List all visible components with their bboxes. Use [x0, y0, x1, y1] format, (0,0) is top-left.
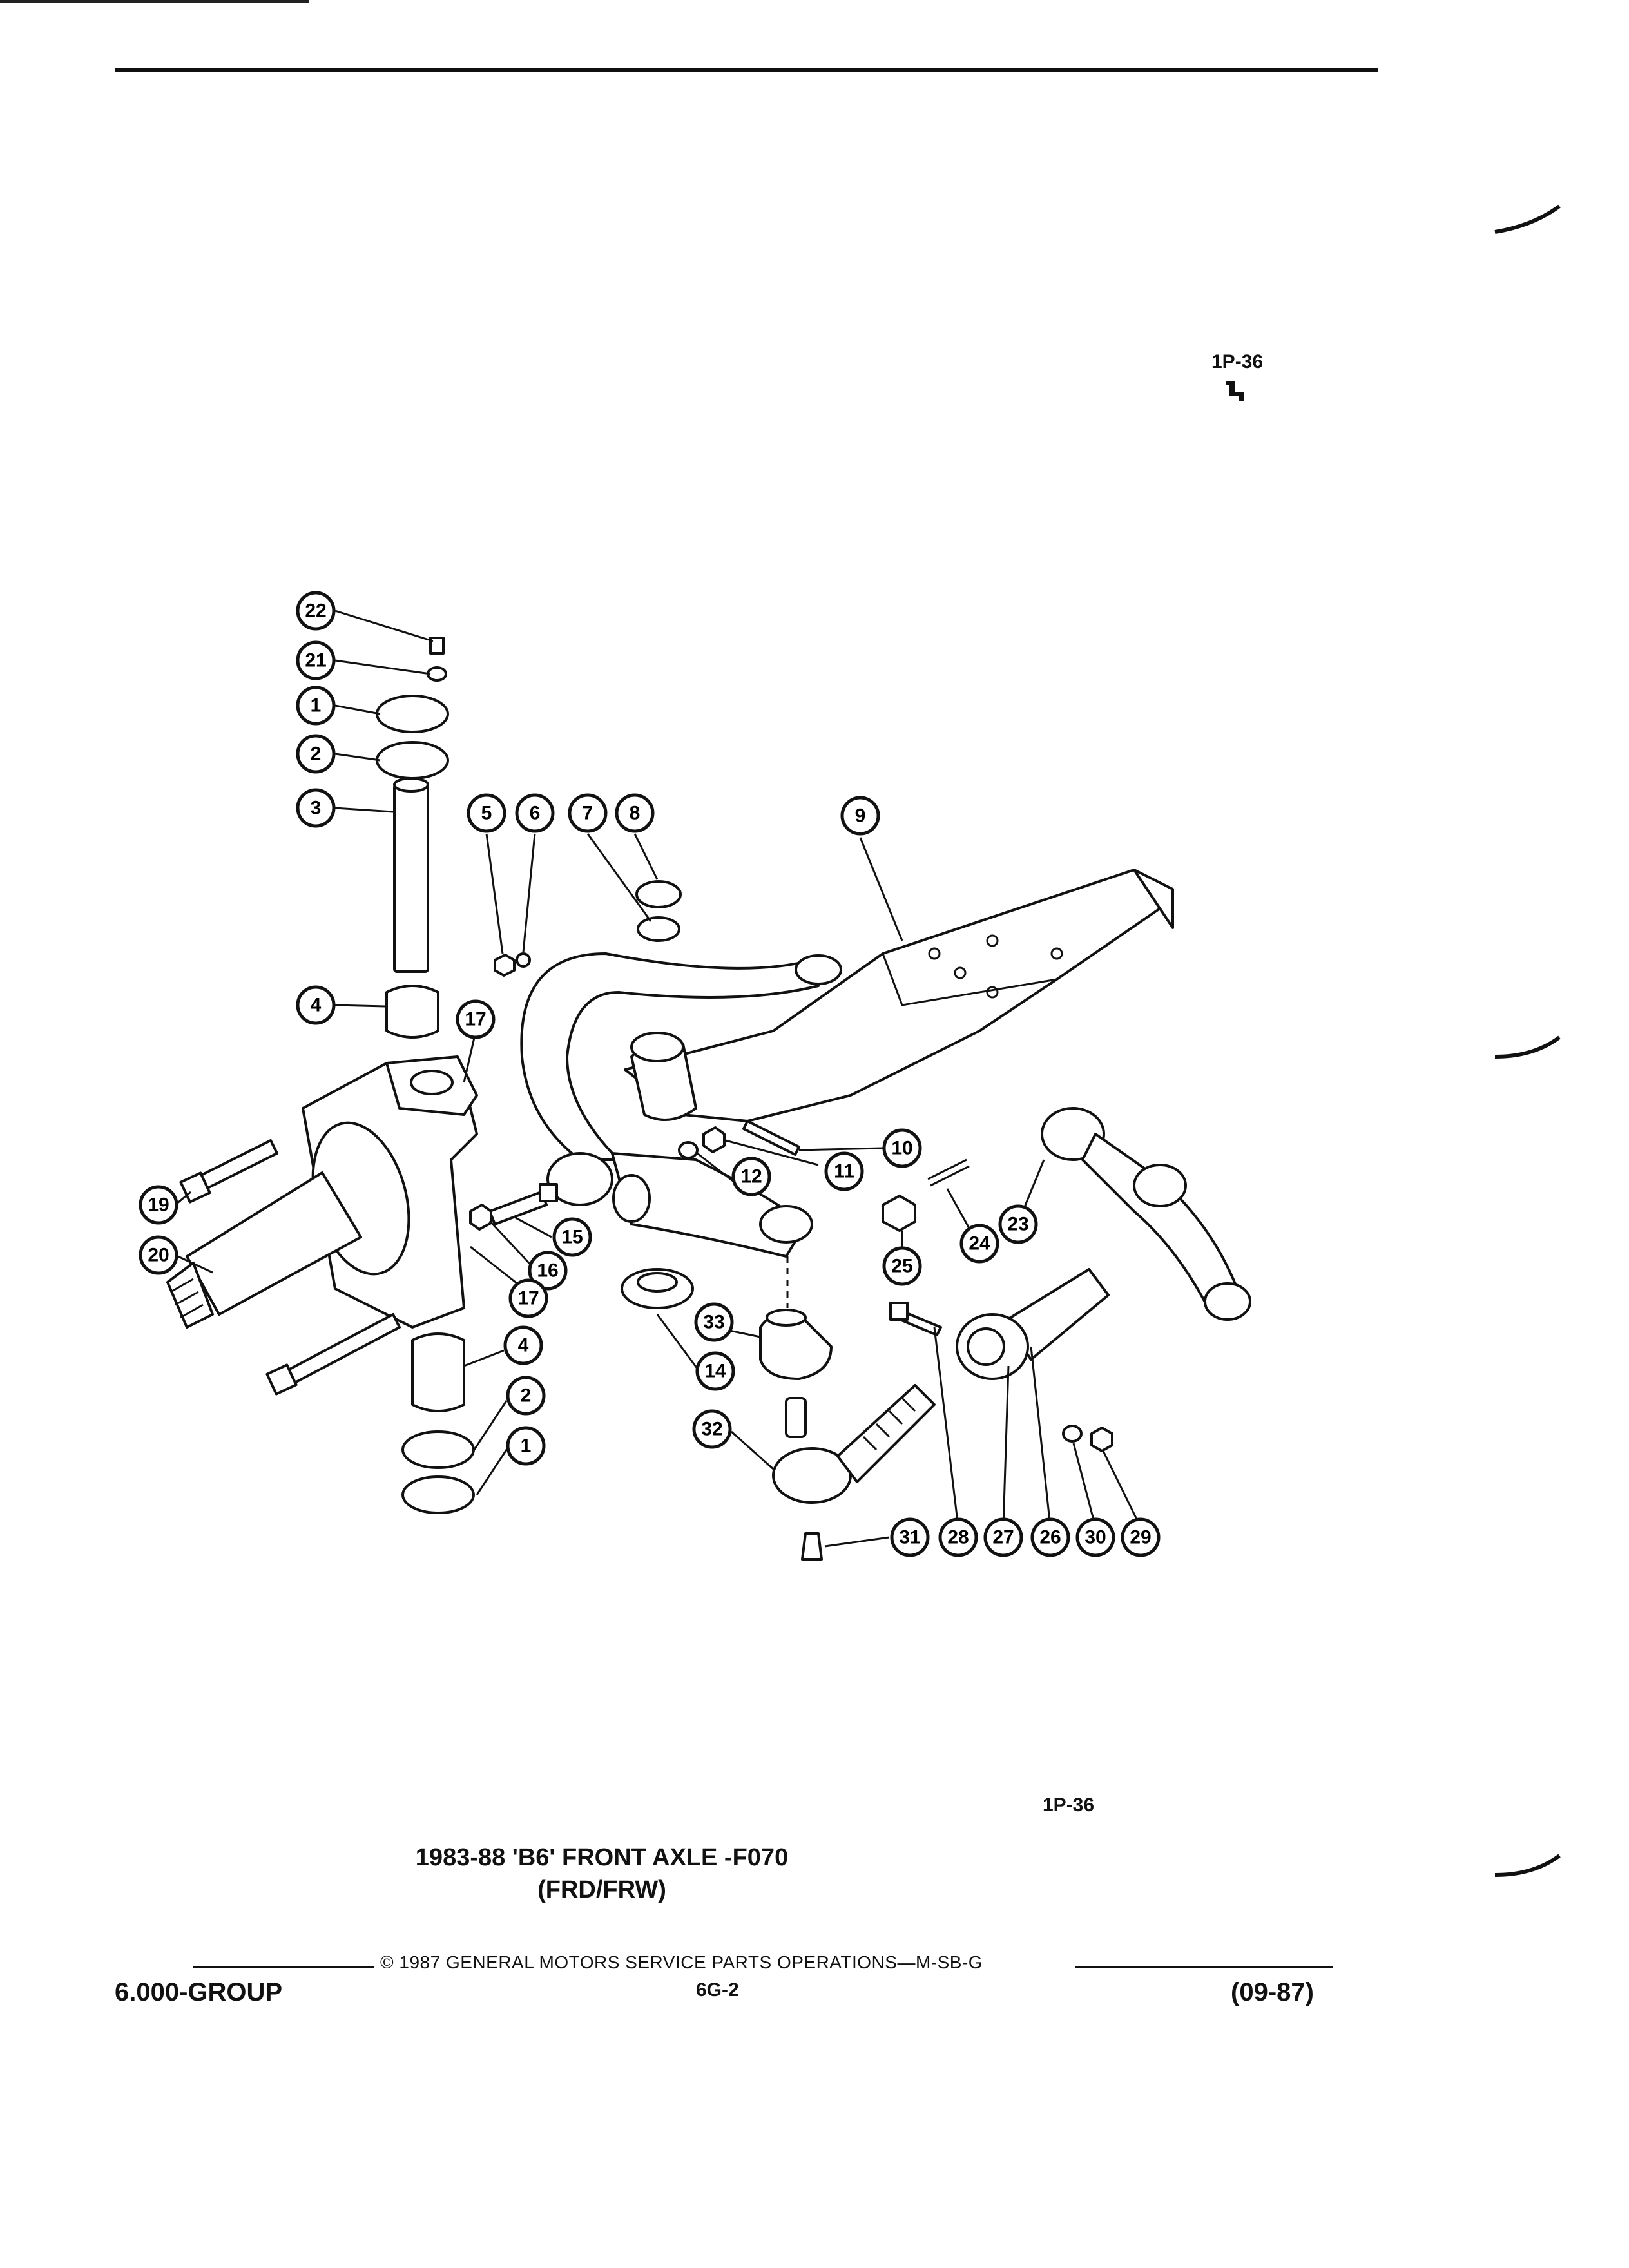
- figure-title: 1983-88 'B6' FRONT AXLE -F070: [415, 1844, 789, 1871]
- callout-24: 24: [969, 1233, 990, 1254]
- bushing-top: [385, 985, 439, 1039]
- nut-11: [702, 1126, 726, 1153]
- callout-14: 14: [704, 1361, 726, 1382]
- callout-3: 3: [311, 798, 322, 819]
- callout-17: 17: [465, 1009, 486, 1030]
- callout-16: 16: [537, 1260, 558, 1282]
- steering-arm: [520, 952, 842, 1258]
- callout-28: 28: [947, 1527, 969, 1548]
- revision-date: (09-87): [1231, 1978, 1314, 2006]
- callout-9: 9: [855, 805, 866, 827]
- callout-29: 29: [1130, 1527, 1151, 1548]
- callout-2: 2: [311, 744, 322, 765]
- nut-29: [1090, 1427, 1113, 1452]
- washer-8: [635, 880, 682, 908]
- figure-reference-bottom: 1P-36: [1043, 1794, 1095, 1816]
- washer-top: [427, 666, 447, 682]
- cap-bottom: [401, 1475, 475, 1514]
- figure-subtitle: (FRD/FRW): [537, 1876, 666, 1903]
- axle-beam: [624, 869, 1174, 1122]
- steering-knuckle: [166, 1055, 478, 1329]
- callout-26: 26: [1039, 1527, 1061, 1548]
- callout-30: 30: [1084, 1527, 1106, 1548]
- washer-6: [516, 952, 531, 968]
- group-number: 6.000-GROUP: [115, 1978, 283, 2006]
- callout-12: 12: [740, 1166, 762, 1187]
- callout-19: 19: [148, 1195, 169, 1216]
- header-rule: [115, 68, 1378, 72]
- gasket-top: [376, 741, 449, 780]
- punch-mark-3: [1494, 1854, 1561, 1877]
- callout-20: 20: [148, 1245, 169, 1266]
- callout-31: 31: [899, 1527, 920, 1548]
- callout-33: 33: [703, 1312, 724, 1333]
- punch-mark-1: [1494, 204, 1561, 234]
- callout-6: 6: [530, 803, 541, 824]
- grease-fitting-31: [801, 1532, 823, 1561]
- stud-10: [742, 1120, 800, 1156]
- bolt-lower: [282, 1313, 401, 1387]
- callout-32: 32: [701, 1419, 722, 1440]
- punch-mark-2: [1494, 1035, 1561, 1059]
- footer-rule-left: [193, 1966, 374, 1968]
- callout-11: 11: [834, 1161, 854, 1182]
- callout-17b: 17: [517, 1288, 539, 1309]
- callout-27: 27: [992, 1527, 1014, 1548]
- bolt-15: [488, 1191, 548, 1225]
- callout-25: 25: [891, 1256, 912, 1277]
- callout-1: 1: [311, 695, 322, 716]
- callout-21: 21: [305, 650, 326, 671]
- castle-nut-25: [882, 1195, 916, 1232]
- nut-16: [469, 1204, 492, 1231]
- figure-reference-top: 1P-36: [1211, 351, 1264, 372]
- section-symbol-icon: [1226, 381, 1244, 401]
- callout-4: 4: [311, 995, 322, 1016]
- callout-5: 5: [481, 803, 492, 824]
- callout-2b: 2: [521, 1385, 532, 1407]
- bolt-top: [429, 637, 445, 655]
- callout-15: 15: [561, 1227, 583, 1248]
- footer-rule-right: [1075, 1966, 1333, 1968]
- page-code: 6G-2: [696, 1979, 739, 2001]
- callout-10: 10: [891, 1138, 912, 1159]
- copyright-line: © 1987 GENERAL MOTORS SERVICE PARTS OPER…: [380, 1952, 983, 1972]
- bushing-bottom: [411, 1332, 465, 1412]
- callout-1b: 1: [521, 1436, 532, 1457]
- corner-rule: [0, 0, 309, 3]
- cotter-pin-24: [927, 1158, 970, 1187]
- washer-12: [678, 1141, 699, 1159]
- washer-7: [637, 916, 680, 942]
- callout-8: 8: [630, 803, 641, 824]
- tie-rod-clamp: [956, 1268, 1110, 1380]
- pitman-arm: [1041, 1107, 1251, 1321]
- cap-top: [376, 695, 449, 733]
- callout-4b: 4: [518, 1335, 529, 1356]
- washer-30: [1062, 1425, 1083, 1443]
- callout-23: 23: [1007, 1214, 1028, 1235]
- nut-5: [494, 954, 516, 977]
- tie-rod-end: [772, 1384, 936, 1504]
- callout-22: 22: [305, 601, 326, 622]
- callout-7: 7: [583, 803, 593, 824]
- gasket-bottom: [401, 1430, 475, 1469]
- kingpin: [393, 783, 429, 973]
